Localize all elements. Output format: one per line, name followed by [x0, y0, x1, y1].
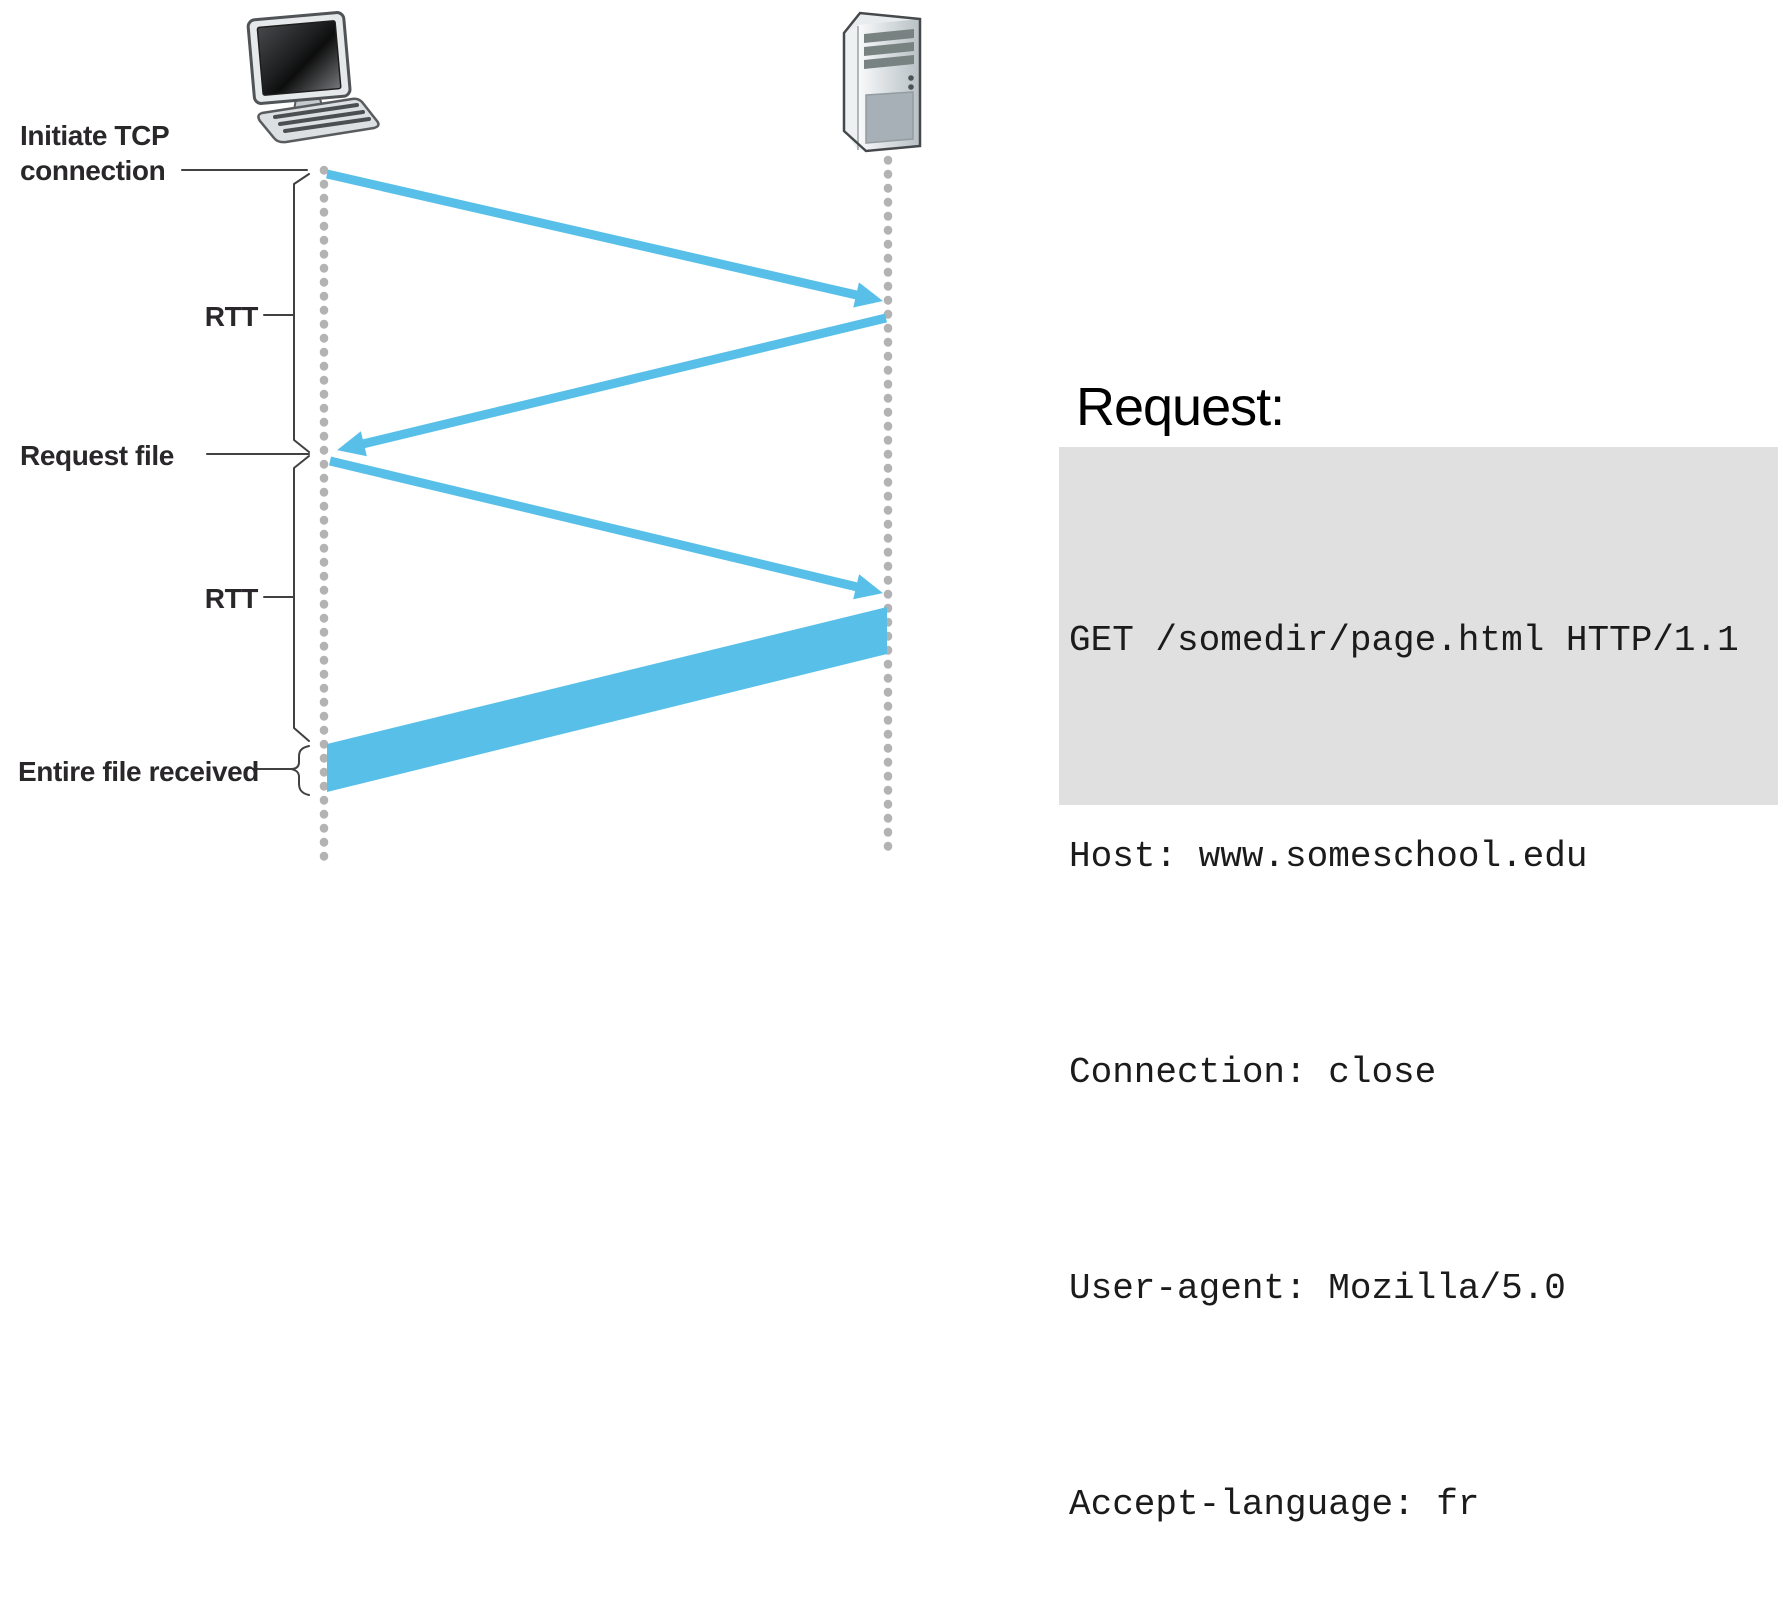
- rtt1-bracket: [293, 173, 310, 453]
- http-request-line: Connection: close: [1069, 1052, 1437, 1093]
- http-request-line: Accept-language: fr: [1069, 1484, 1480, 1525]
- server-tower-icon: [842, 11, 922, 153]
- file-transfer-band: [327, 607, 887, 792]
- http-request-arrow: [328, 456, 883, 600]
- label-rtt-top: RTT: [205, 301, 259, 332]
- http-request-line: GET /somedir/page.html HTTP/1.1: [1069, 620, 1739, 661]
- request-heading: Request:: [1076, 377, 1285, 437]
- http-timing-diagram: Initiate TCP connection RTT Request file…: [18, 11, 922, 863]
- label-rtt-bottom: RTT: [205, 583, 259, 614]
- entire-file-brace: [290, 745, 310, 796]
- tcp-syn-arrow: [325, 169, 883, 308]
- http-request-line: User-agent: Mozilla/5.0: [1069, 1268, 1566, 1309]
- label-initiate-tcp-line2: connection: [20, 155, 165, 186]
- label-entire-file-received: Entire file received: [18, 756, 259, 787]
- http-request-box: GET /somedir/page.html HTTP/1.1 Host: ww…: [1059, 447, 1778, 1525]
- label-request-file: Request file: [20, 440, 174, 471]
- tcp-synack-arrow: [337, 313, 888, 457]
- http-request-line: Host: www.someschool.edu: [1069, 836, 1588, 877]
- label-initiate-tcp-line1: Initiate TCP: [20, 120, 169, 151]
- annotation-lines: [181, 169, 310, 796]
- rtt2-bracket: [293, 455, 310, 742]
- desktop-computer-icon: [246, 11, 380, 144]
